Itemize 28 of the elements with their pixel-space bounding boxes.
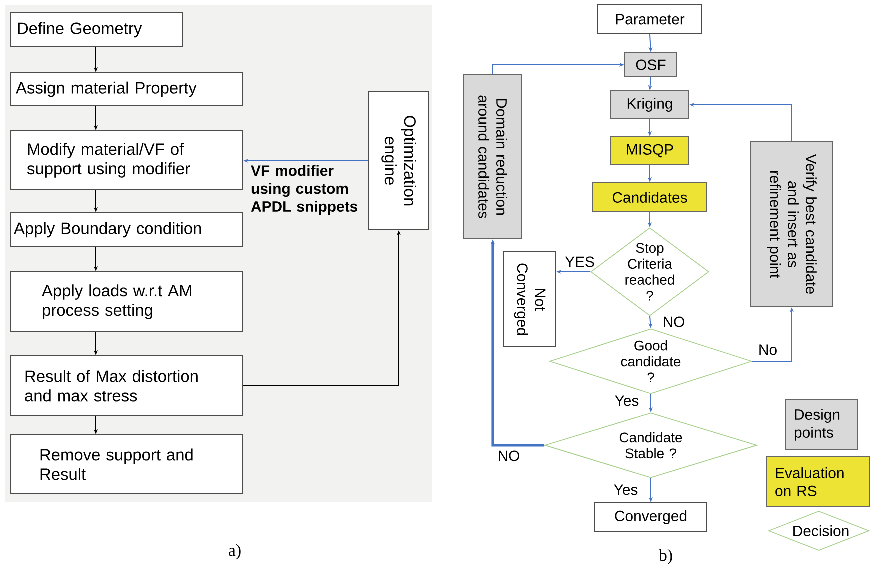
process-box: Modify material/VF of support using modifier xyxy=(10,130,244,190)
process-box: Apply loads w.r.t AM process setting xyxy=(10,272,244,332)
edge-label: No xyxy=(760,344,777,356)
process-box: Candidates xyxy=(592,182,708,212)
legend-text: Evaluation on RS xyxy=(776,468,844,496)
edge-label: Yes xyxy=(614,484,638,496)
process-box: Result of Max distortion and max stress xyxy=(10,356,244,416)
panel-caption: a) xyxy=(229,544,241,560)
process-box: Define Geometry xyxy=(10,12,184,48)
process-box: Assign material Property xyxy=(10,72,244,106)
edge-label: NO xyxy=(664,316,684,328)
process-box: MISQP xyxy=(610,136,690,166)
edge-label: VF modifier using custom APDL snippets xyxy=(251,165,358,215)
process-box: Optimization engine xyxy=(368,92,430,230)
edge-label: Yes xyxy=(615,396,639,406)
process-box: Verify best candidate and insert as refinement point xyxy=(750,142,834,308)
process-box: Converged xyxy=(594,502,708,532)
process-box: Domain reduction around candidates xyxy=(464,74,522,240)
panel-caption: b) xyxy=(658,549,672,565)
legend-text: Design points xyxy=(794,409,840,441)
legend-text: Decision xyxy=(794,526,849,536)
process-box: Apply Boundary condition xyxy=(10,212,244,248)
process-box: Not Converged xyxy=(504,252,556,348)
process-box: Remove support and Result xyxy=(10,434,244,494)
process-box: OSF xyxy=(624,52,678,78)
process-box: Kriging xyxy=(610,90,690,120)
process-box: Parameter xyxy=(598,4,702,34)
edge-label: NO xyxy=(499,450,520,462)
